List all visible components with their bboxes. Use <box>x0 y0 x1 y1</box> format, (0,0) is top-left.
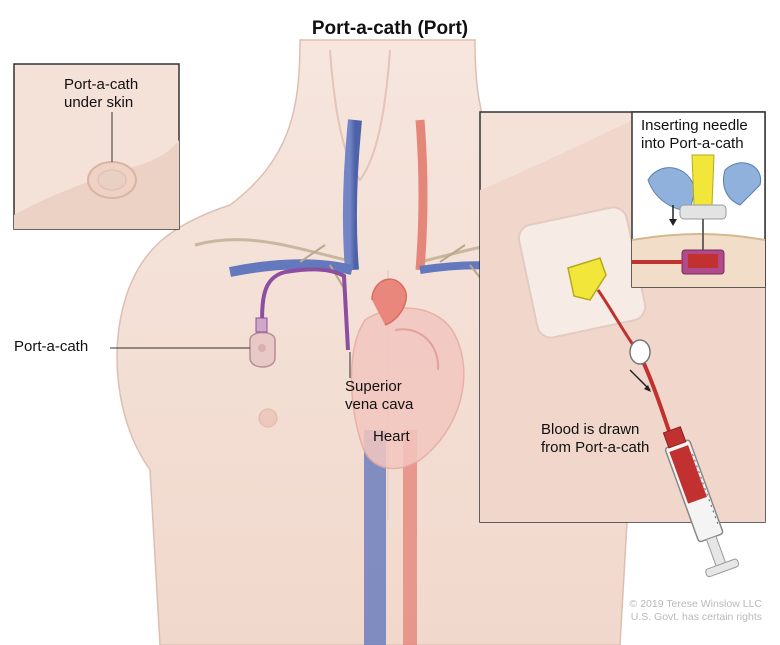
vessels <box>229 119 561 645</box>
heart-illustration <box>350 278 465 470</box>
label-line: Blood is drawn <box>541 421 640 438</box>
inset-needle-insertion <box>631 111 766 288</box>
inset-blood-draw <box>479 111 766 523</box>
label-line: into Port-a-cath <box>641 135 744 152</box>
label-port-under-skin: Port-a-cath under skin <box>64 76 138 112</box>
label-blood-drawn: Blood is drawn from Port-a-cath <box>541 421 649 457</box>
label-superior-vena-cava: Superior vena cava <box>345 378 413 414</box>
label-inserting-needle: Inserting needle into Port-a-cath <box>641 117 748 153</box>
label-line: Port-a-cath <box>64 76 139 93</box>
label-line: Superior <box>345 378 402 395</box>
diagram-title: Port-a-cath (Port) <box>311 18 469 39</box>
label-port: Port-a-cath <box>14 338 89 355</box>
credit-line: U.S. Govt. has certain rights <box>630 611 762 623</box>
label-line: Inserting needle <box>641 117 748 134</box>
label-line: under skin <box>64 94 134 111</box>
label-line: vena cava <box>345 396 414 413</box>
syringe <box>662 426 740 578</box>
credit-line: © 2019 Terese Winslow LLC <box>629 598 762 610</box>
inset-port-under-skin <box>13 63 180 230</box>
label-heart: Heart <box>373 428 410 445</box>
port-a-cath-device <box>249 267 350 368</box>
label-line: from Port-a-cath <box>541 439 650 456</box>
copyright-credit: © 2019 Terese Winslow LLC U.S. Govt. has… <box>630 598 762 624</box>
